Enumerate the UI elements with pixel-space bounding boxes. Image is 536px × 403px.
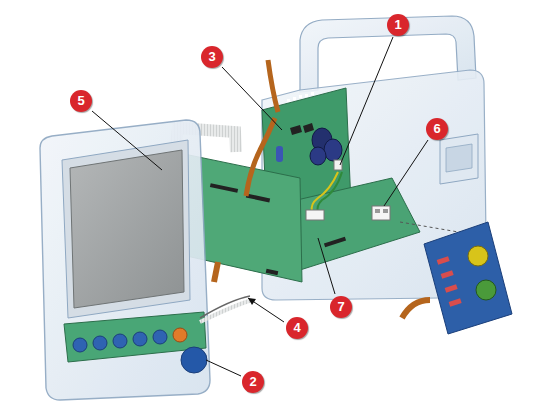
side-panel (400, 222, 512, 334)
callout-number: 7 (330, 296, 352, 318)
callout-number: 6 (426, 118, 448, 140)
front-bezel (40, 120, 252, 400)
leader-lines (92, 37, 428, 376)
callout-number: 5 (70, 90, 92, 112)
callout-number: 4 (286, 317, 308, 339)
arrowhead (248, 298, 256, 305)
callout-number: 1 (387, 14, 409, 36)
callout-number: 3 (201, 46, 223, 68)
callout-number: 2 (242, 371, 264, 393)
